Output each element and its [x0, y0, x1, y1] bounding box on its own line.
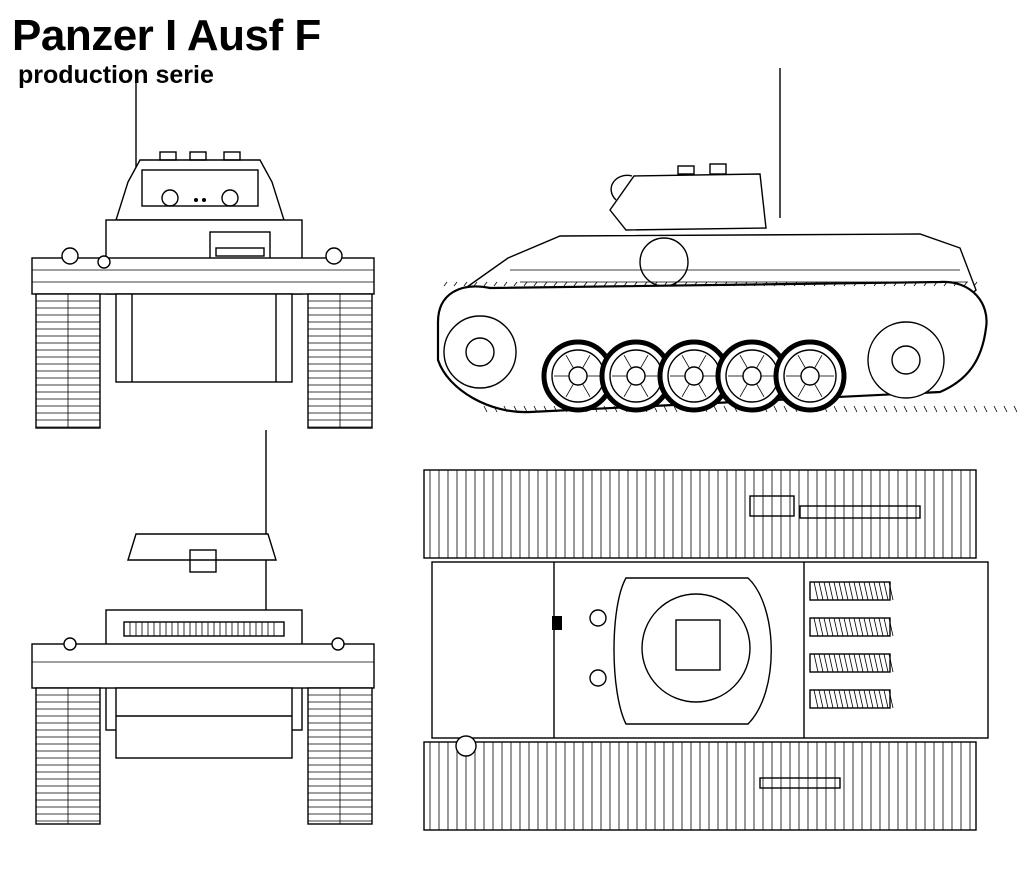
top-view: [423, 469, 989, 831]
rear-view: [31, 430, 375, 825]
drawing-subtitle: production serie: [18, 61, 214, 89]
side-view: [436, 68, 1018, 414]
drawing-title: Panzer I Ausf F: [12, 11, 321, 60]
front-view: [31, 70, 375, 429]
